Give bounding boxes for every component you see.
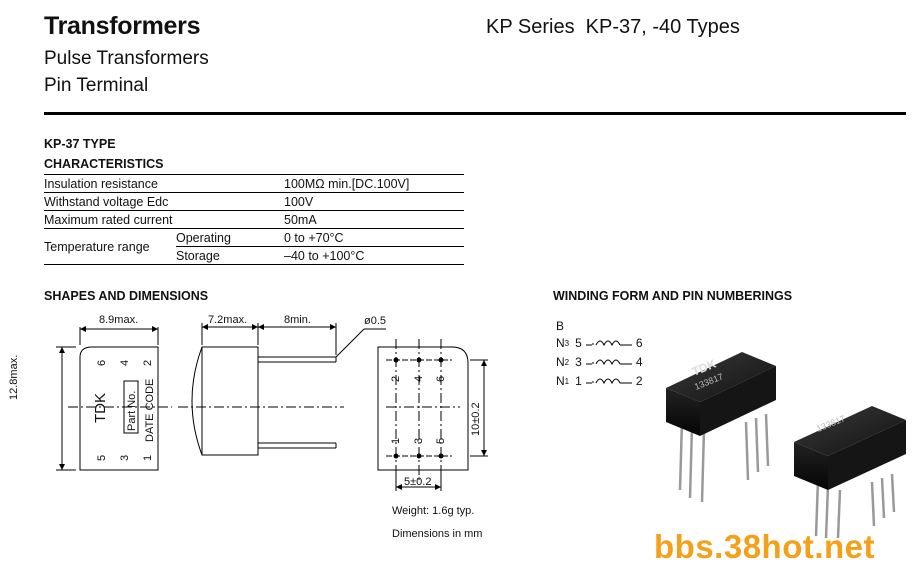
shapes-heading: SHAPES AND DIMENSIONS xyxy=(44,289,209,303)
operating-label: Operating xyxy=(176,230,231,245)
temperature-label: Temperature range xyxy=(44,239,150,254)
front-pin-top-2: 4 xyxy=(119,359,131,366)
winding-pin-right: 4 xyxy=(635,355,643,369)
bottom-pin-bottom-1: 1 xyxy=(390,437,402,444)
dim-pitch-h-label: 5±0.2 xyxy=(404,476,432,488)
dim-pin-dia-label: ø0.5 xyxy=(364,315,387,327)
units-note: Dimensions in mm xyxy=(392,528,483,540)
char-value: 100V xyxy=(284,194,314,209)
coil-icon xyxy=(585,378,632,385)
bottom-view-body xyxy=(377,346,469,471)
winding-name: N xyxy=(556,374,565,388)
watermark: bbs.38hot.net xyxy=(654,528,876,565)
winding-pin-left: 3 xyxy=(575,355,582,369)
body-part-no: Part No. xyxy=(126,390,138,431)
dimension-drawing xyxy=(56,323,488,491)
winding-pin-left: 1 xyxy=(575,374,582,388)
coil-icon xyxy=(585,359,632,366)
bottom-pin-top-3: 6 xyxy=(435,375,447,382)
storage-label: Storage xyxy=(176,248,220,263)
body-date-code: DATE CODE xyxy=(144,378,156,442)
char-row: Withstand voltage Edc 100V xyxy=(44,193,464,211)
subtitle-pin: Pin Terminal xyxy=(44,75,149,96)
winding-sub: 1 xyxy=(564,376,570,386)
bottom-pin-bottom-3: 5 xyxy=(435,437,447,444)
transformer-2 xyxy=(794,406,906,539)
front-pin-top-1: 6 xyxy=(96,359,108,366)
type-label: KP-37 TYPE xyxy=(44,137,116,151)
dim-height-text: 12.8max. xyxy=(8,354,20,400)
transformer-1 xyxy=(666,352,776,503)
product-photo: TDK 133817 133817 xyxy=(666,352,906,539)
winding-heading: WINDING FORM AND PIN NUMBERINGS xyxy=(553,289,793,303)
front-view-body xyxy=(79,346,159,471)
dim-pin-length-label: 8min. xyxy=(284,314,311,326)
char-label: Maximum rated current xyxy=(44,212,173,227)
front-pin-bottom-2: 3 xyxy=(119,454,131,461)
side-view-body xyxy=(191,346,259,456)
winding-sub: 3 xyxy=(564,338,570,348)
winding-letter: B xyxy=(556,319,565,333)
bottom-pin-bottom-2: 3 xyxy=(413,437,425,444)
char-value: 100MΩ min.[DC.100V] xyxy=(284,176,410,191)
dim-height-label: 12.8max. xyxy=(8,340,20,400)
storage-value: –40 to +100°C xyxy=(284,248,365,263)
characteristics-table: Insulation resistance 100MΩ min.[DC.100V… xyxy=(44,174,464,265)
subtitle-pulse: Pulse Transformers xyxy=(44,48,209,69)
char-value: 50mA xyxy=(284,212,317,227)
front-pin-top-3: 2 xyxy=(142,359,154,366)
characteristics-heading: CHARACTERISTICS xyxy=(44,157,164,171)
char-row: Maximum rated current 50mA xyxy=(44,211,464,229)
bottom-pin-top-2: 4 xyxy=(413,375,425,382)
header-rule xyxy=(44,112,906,115)
page-title: Transformers xyxy=(44,12,201,40)
series-title: KP Series KP-37, -40 Types xyxy=(486,16,740,38)
dim-width-label: 8.9max. xyxy=(99,314,139,326)
char-row: Insulation resistance 100MΩ min.[DC.100V… xyxy=(44,175,464,193)
winding-name: N xyxy=(556,355,565,369)
front-pin-bottom-3: 1 xyxy=(142,454,154,461)
coil-icon xyxy=(585,340,632,347)
winding-sub: 2 xyxy=(564,357,570,367)
winding-pin-right: 2 xyxy=(635,374,643,388)
char-label: Withstand voltage Edc xyxy=(44,194,169,209)
winding-pin-left: 5 xyxy=(575,336,582,350)
operating-value: 0 to +70°C xyxy=(284,230,344,245)
winding-name: N xyxy=(556,336,565,350)
char-label: Insulation resistance xyxy=(44,176,158,191)
bottom-pin-top-1: 2 xyxy=(390,375,402,382)
temperature-row: Temperature range Operating 0 to +70°C S… xyxy=(44,229,464,265)
winding-pin-right: 6 xyxy=(635,336,643,350)
weight-note: Weight: 1.6g typ. xyxy=(392,505,475,517)
dim-pitch-v-text: 10±0.2 xyxy=(470,402,482,436)
dim-pitch-v-label: 10±0.2 xyxy=(470,402,482,436)
dim-depth-label: 7.2max. xyxy=(208,314,248,326)
body-brand: TDK xyxy=(92,393,109,423)
front-pin-bottom-1: 5 xyxy=(96,454,108,461)
